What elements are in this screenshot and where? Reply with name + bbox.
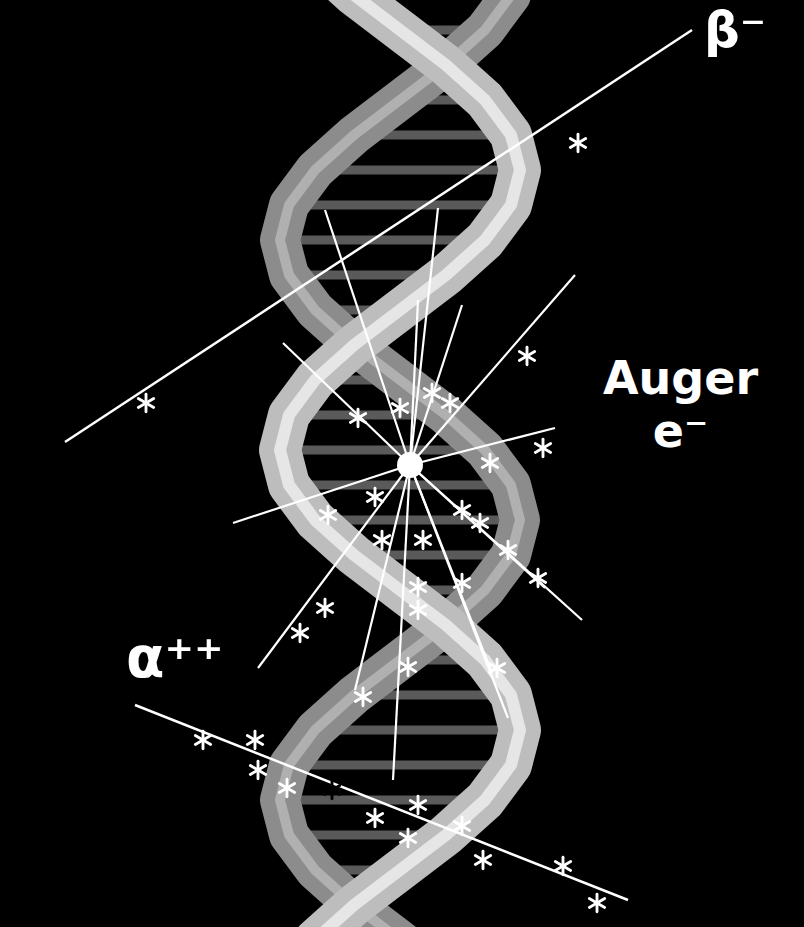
ionisation-stars bbox=[138, 134, 604, 912]
particle-label: Auger e⁻ bbox=[578, 352, 783, 458]
beta-track bbox=[65, 30, 692, 442]
auger-tracks bbox=[233, 208, 582, 780]
dna-strand bbox=[280, 0, 520, 927]
dna-strand bbox=[280, 0, 520, 927]
particle-label: β⁻ bbox=[704, 2, 800, 60]
alpha-hit-star bbox=[324, 781, 339, 799]
alpha-track bbox=[135, 705, 628, 900]
particle-label: α⁺⁺ bbox=[126, 626, 266, 690]
decay-site bbox=[397, 452, 423, 478]
